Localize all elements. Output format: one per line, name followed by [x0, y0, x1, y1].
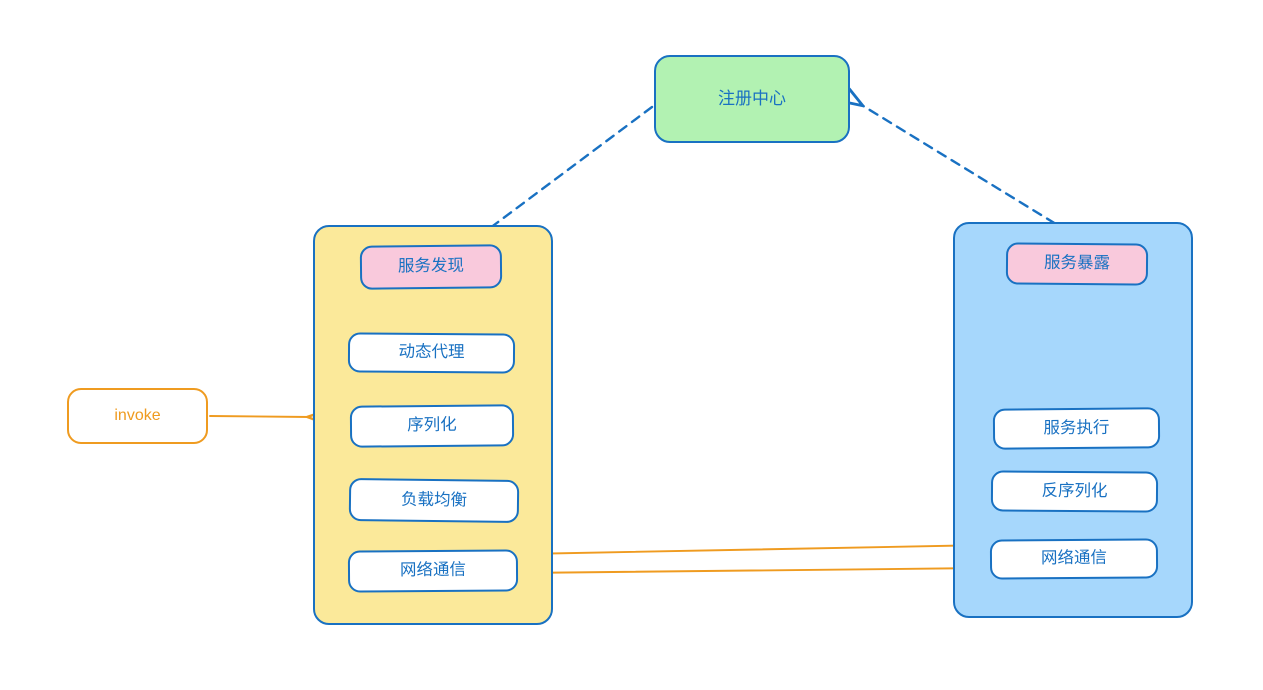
registry-node[interactable]: 注册中心: [654, 55, 850, 143]
consumer-item-label: 动态代理: [398, 342, 465, 362]
edge-exposure-to-registry: [860, 104, 1084, 242]
consumer-item-serialization[interactable]: 序列化: [349, 404, 515, 448]
consumer-item-label: 序列化: [407, 415, 457, 435]
provider-item-deserialization[interactable]: 反序列化: [990, 470, 1159, 513]
invoke-node[interactable]: invoke: [67, 388, 208, 444]
consumer-item-label: 服务发现: [397, 256, 465, 276]
provider-item-label: 服务暴露: [1043, 253, 1111, 273]
invoke-label: invoke: [114, 407, 161, 425]
provider-item-label: 反序列化: [1041, 481, 1108, 500]
edge-request-consumer-to-provider: [519, 568, 984, 573]
provider-item-label: 网络通信: [1040, 548, 1108, 568]
provider-item-label: 服务执行: [1043, 418, 1110, 437]
consumer-item-label: 网络通信: [399, 560, 467, 580]
edge-invoke-to-consumer: [209, 416, 310, 417]
consumer-item-network-communication[interactable]: 网络通信: [347, 549, 519, 593]
consumer-item-label: 负载均衡: [400, 490, 468, 509]
edge-response-provider-to-consumer: [524, 544, 989, 554]
provider-item-service-execution[interactable]: 服务执行: [992, 407, 1161, 450]
consumer-item-service-discovery[interactable]: 服务发现: [359, 244, 503, 290]
consumer-item-load-balancing[interactable]: 负载均衡: [348, 477, 520, 524]
registry-label: 注册中心: [718, 88, 786, 108]
provider-item-network-communication[interactable]: 网络通信: [989, 538, 1159, 580]
consumer-item-dynamic-proxy[interactable]: 动态代理: [347, 332, 516, 374]
provider-item-service-exposure[interactable]: 服务暴露: [1005, 242, 1149, 286]
